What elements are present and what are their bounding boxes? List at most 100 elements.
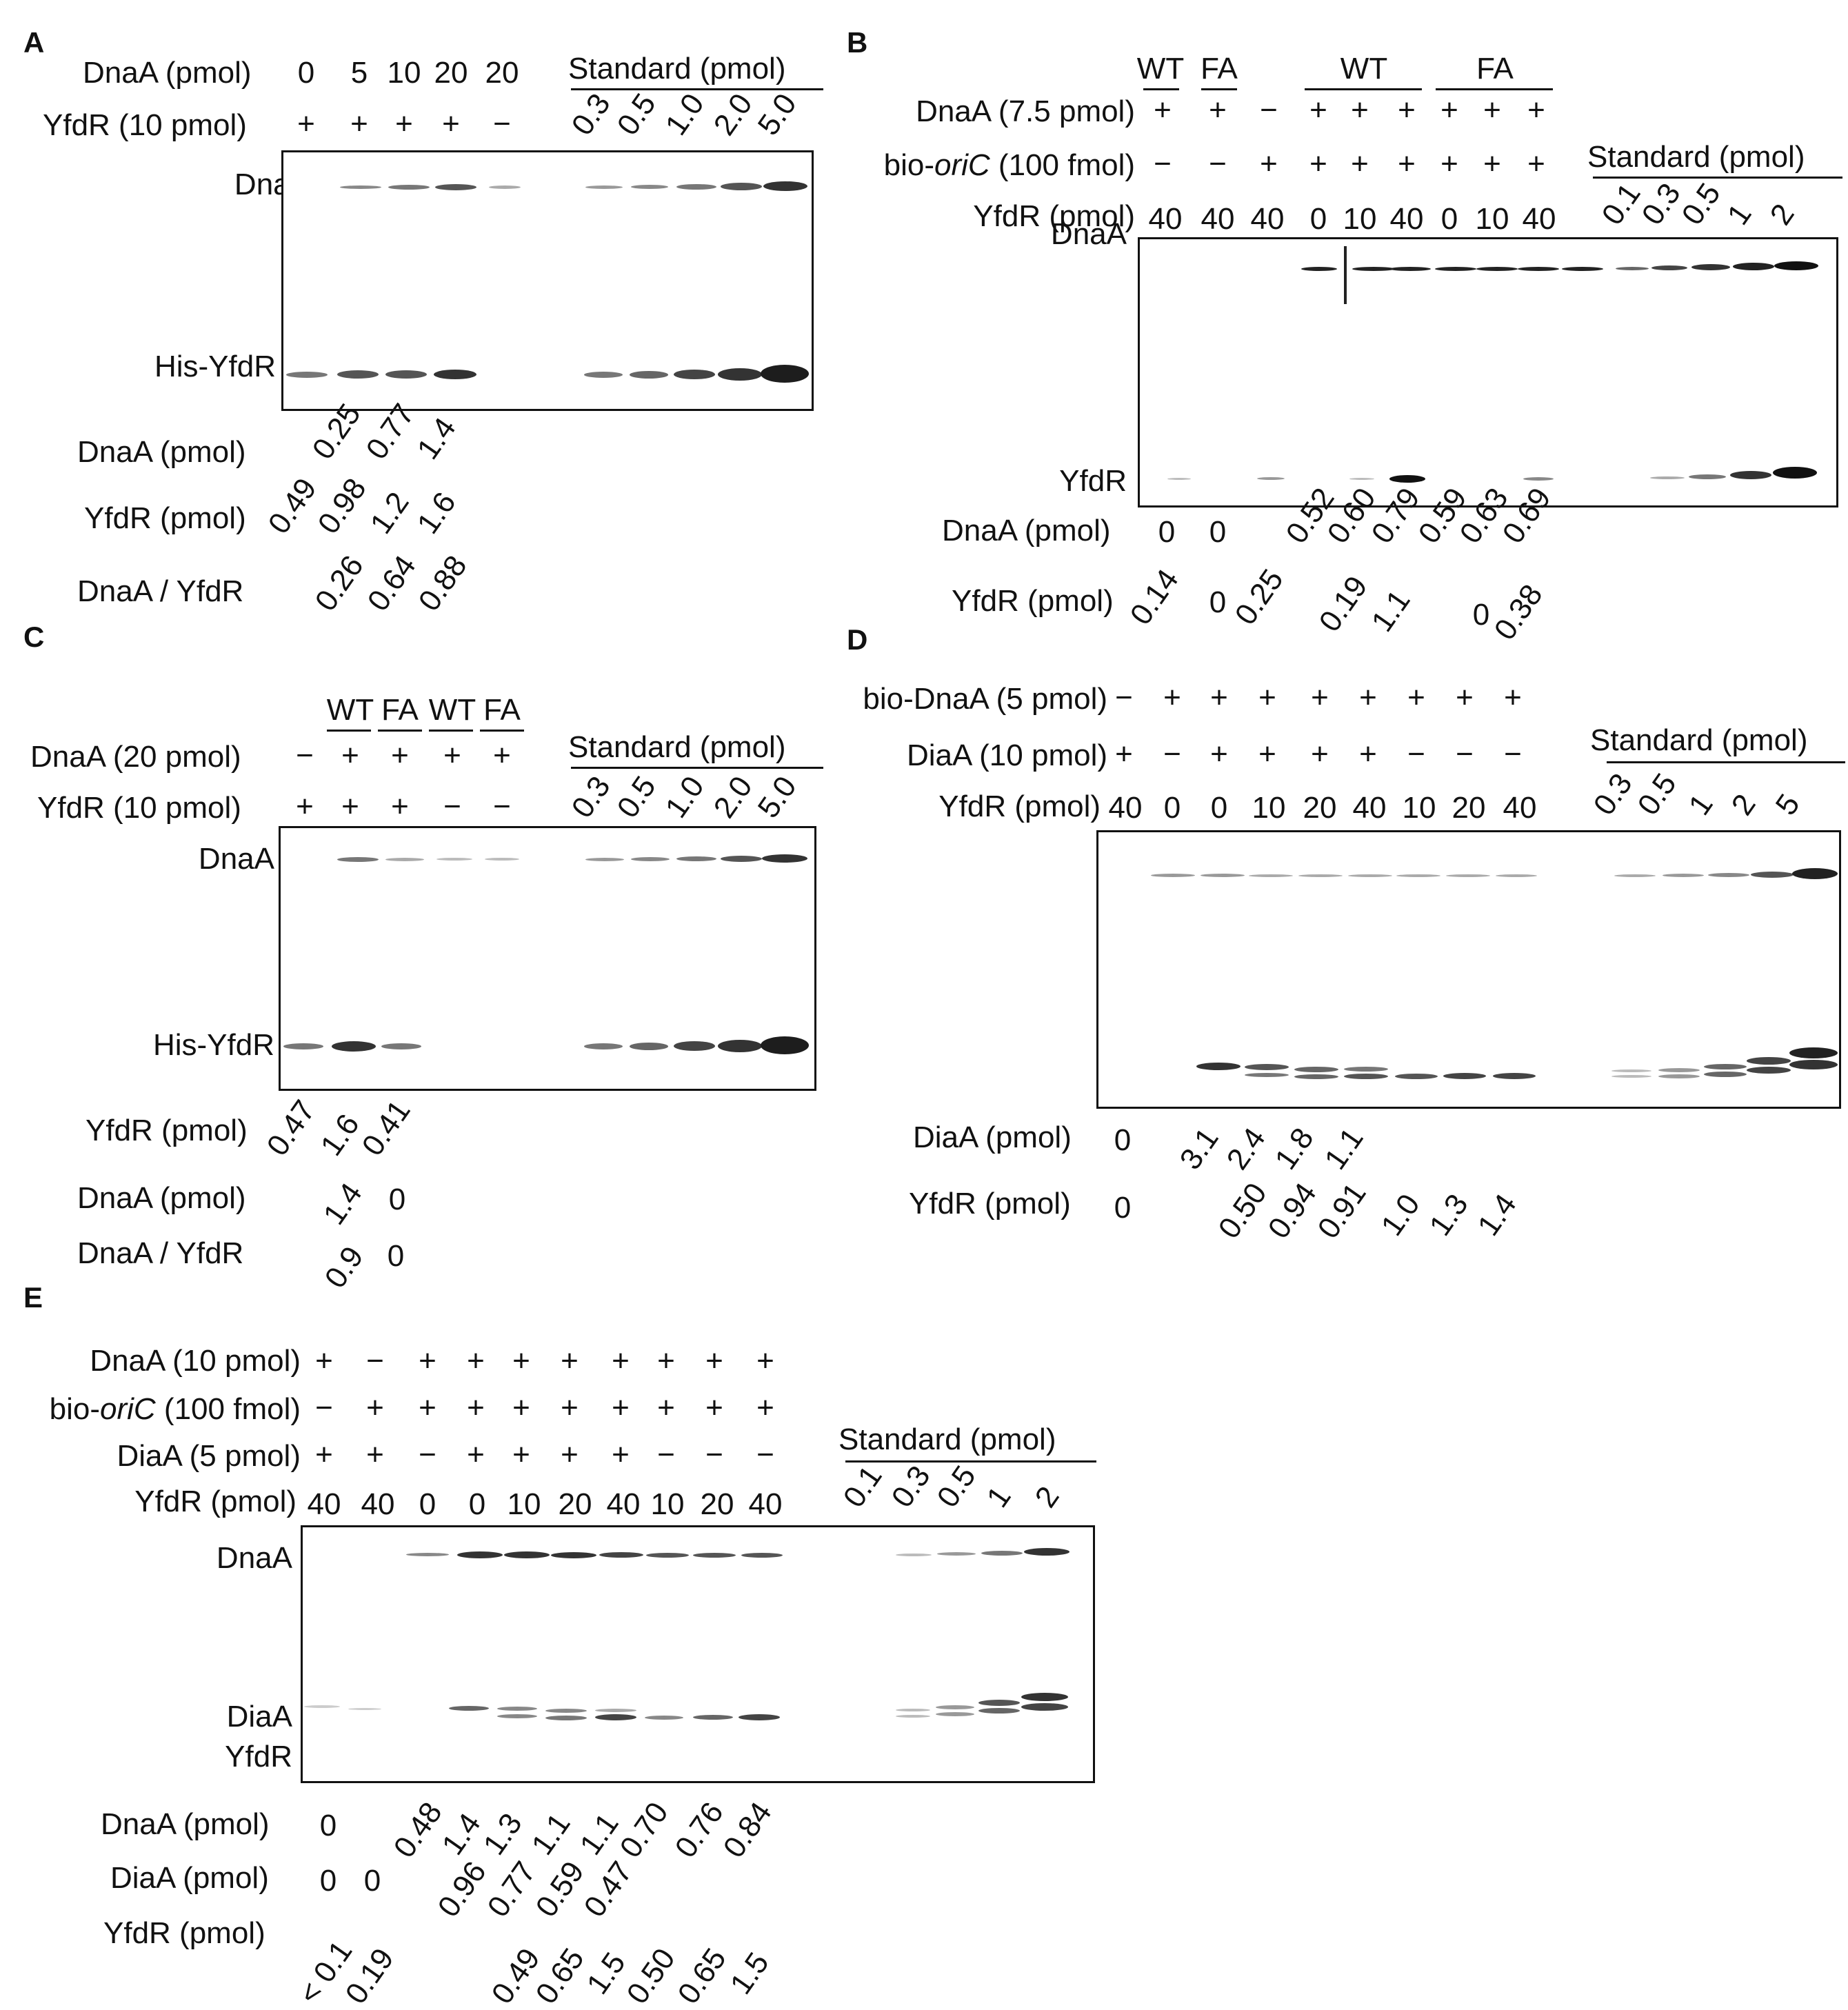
gel-band — [1663, 874, 1704, 877]
lane-sign: − — [1456, 737, 1474, 771]
quant-value: 1.6 — [410, 485, 463, 541]
lane-sign: + — [1210, 737, 1228, 771]
gel-band — [434, 370, 476, 379]
row-label-yfdr: YfdR (10 pmol) — [43, 108, 247, 142]
gel-band — [1616, 267, 1649, 270]
quant-value: 0.98 — [311, 472, 373, 541]
lane-sign: + — [705, 1344, 723, 1378]
row-label-yfdr: YfdR (pmol) — [134, 1485, 297, 1518]
lane-sign: + — [341, 738, 359, 772]
lane-value: 10 — [650, 1487, 685, 1521]
gel-band — [631, 185, 668, 189]
lane-value: 40 — [361, 1487, 395, 1521]
gel-band — [1611, 1069, 1651, 1072]
quant-value: 1.1 — [1318, 1121, 1370, 1176]
lane-sign: + — [512, 1391, 530, 1425]
lane-sign: + — [366, 1391, 384, 1425]
lane-sign: − — [296, 738, 314, 772]
row-label-diaa: DiaA (5 pmol) — [117, 1439, 301, 1473]
gel-band — [551, 1552, 596, 1558]
lane-value: 20 — [558, 1487, 592, 1521]
lane-sign: + — [315, 1438, 333, 1471]
band-label-dnaa: DnaA — [234, 168, 310, 201]
standard-value: 1 — [1682, 787, 1720, 822]
lane-sign: + — [1351, 93, 1369, 127]
lane-sign: + — [657, 1391, 675, 1425]
gel-band — [1344, 1067, 1388, 1072]
gel-band — [937, 1552, 976, 1556]
gel-band — [1024, 1548, 1069, 1556]
gel-band — [762, 854, 807, 863]
quant-value: 1.3 — [1423, 1187, 1475, 1243]
standard-value: 0.3 — [885, 1459, 937, 1514]
lane-sign: + — [657, 1344, 675, 1378]
lane-sign: + — [612, 1391, 630, 1425]
lane-value: 40 — [1503, 791, 1537, 825]
standard-value: 2 — [1028, 1480, 1066, 1514]
lane-value: 40 — [748, 1487, 783, 1521]
lane-sign: + — [1351, 147, 1369, 181]
lane-sign: + — [296, 790, 314, 823]
lane-sign: + — [1209, 93, 1227, 127]
lane-sign: − — [1163, 737, 1181, 771]
group-label-wt: WT — [1340, 52, 1388, 86]
standard-value: 2 — [1725, 787, 1762, 822]
gel-band — [896, 1709, 930, 1711]
quant-value: 0 — [387, 1239, 405, 1273]
lane-value: 40 — [1389, 202, 1424, 236]
lane-value: 20 — [700, 1487, 734, 1521]
gel-band — [436, 858, 472, 861]
quant-value: 0 — [1209, 515, 1227, 549]
standard-label: Standard (pmol) — [568, 730, 786, 764]
lane-sign: − — [756, 1438, 774, 1471]
gel-image-b — [1138, 237, 1838, 507]
quant-value: 0.9 — [318, 1240, 370, 1295]
standard-value: 0.1 — [836, 1459, 889, 1514]
lane-sign: + — [442, 107, 460, 141]
group-label-fa: FA — [1201, 52, 1238, 86]
lane-value: 40 — [606, 1487, 641, 1521]
gel-band — [381, 1043, 421, 1049]
quant-value: 0.50 — [1212, 1176, 1274, 1245]
gel-band — [1443, 1073, 1486, 1079]
quant-label-ratio: DnaA / YfdR — [77, 574, 244, 608]
lane-value: 0 — [419, 1487, 436, 1521]
row-label-yfdr: YfdR (10 pmol) — [37, 791, 241, 825]
gel-band — [1789, 1047, 1838, 1058]
quant-value: 0 — [1114, 1191, 1132, 1225]
gel-band — [1245, 1064, 1289, 1070]
gel-band — [595, 1714, 636, 1720]
quant-label-yfdr: YfdR (pmol) — [84, 501, 246, 535]
gel-band — [1389, 475, 1425, 483]
gel-band — [489, 185, 521, 189]
lane-value: 10 — [507, 1487, 541, 1521]
gel-band — [1395, 1074, 1438, 1079]
group-underline — [480, 730, 524, 732]
lane-value: 5 — [350, 56, 368, 90]
gel-band — [435, 184, 476, 190]
gel-band — [646, 1553, 689, 1558]
quant-value: 0.41 — [355, 1094, 417, 1163]
gel-band — [388, 185, 430, 190]
gel-band — [674, 1041, 715, 1051]
gel-band — [385, 858, 424, 861]
gel-band — [1689, 474, 1726, 479]
gel-band — [1249, 874, 1293, 877]
quant-value: 1.4 — [1471, 1187, 1523, 1243]
gel-band — [936, 1705, 974, 1709]
lane-sign: + — [612, 1438, 630, 1471]
gel-band — [595, 1709, 636, 1712]
gel-band — [1733, 263, 1774, 270]
gel-band — [1523, 477, 1554, 481]
gel-band — [721, 856, 762, 862]
gel-band — [1245, 1073, 1289, 1077]
gel-band — [1294, 1067, 1338, 1072]
lane-value: 0 — [1210, 791, 1228, 825]
group-underline — [327, 730, 371, 732]
row-label-bio-oric: bio-oriC (100 fmol) — [883, 148, 1135, 182]
lane-sign: + — [1210, 681, 1228, 714]
gel-band — [1298, 874, 1343, 877]
lane-sign: − — [419, 1438, 436, 1471]
standard-value: 0.3 — [1635, 177, 1687, 232]
group-label-wt: WT — [326, 693, 374, 727]
